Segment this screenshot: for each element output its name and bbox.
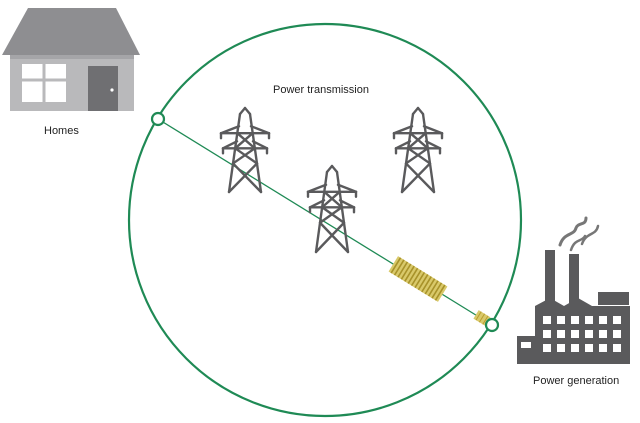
- power-generation-label: Power generation: [533, 375, 620, 387]
- transmission-tower-icon: [306, 164, 358, 254]
- power-transmission-label: Power transmission: [273, 84, 369, 96]
- plant-connection-node: [484, 317, 500, 333]
- homes-label: Homes: [44, 125, 79, 137]
- house-icon: [2, 8, 140, 111]
- transmission-tower-icon: [219, 106, 271, 194]
- home-connection-node: [150, 111, 166, 127]
- transmission-tower-icon: [392, 106, 444, 194]
- power-plant-icon: [517, 216, 630, 364]
- service-area-circle: [127, 22, 523, 418]
- transformer-coil-icon: [388, 256, 448, 302]
